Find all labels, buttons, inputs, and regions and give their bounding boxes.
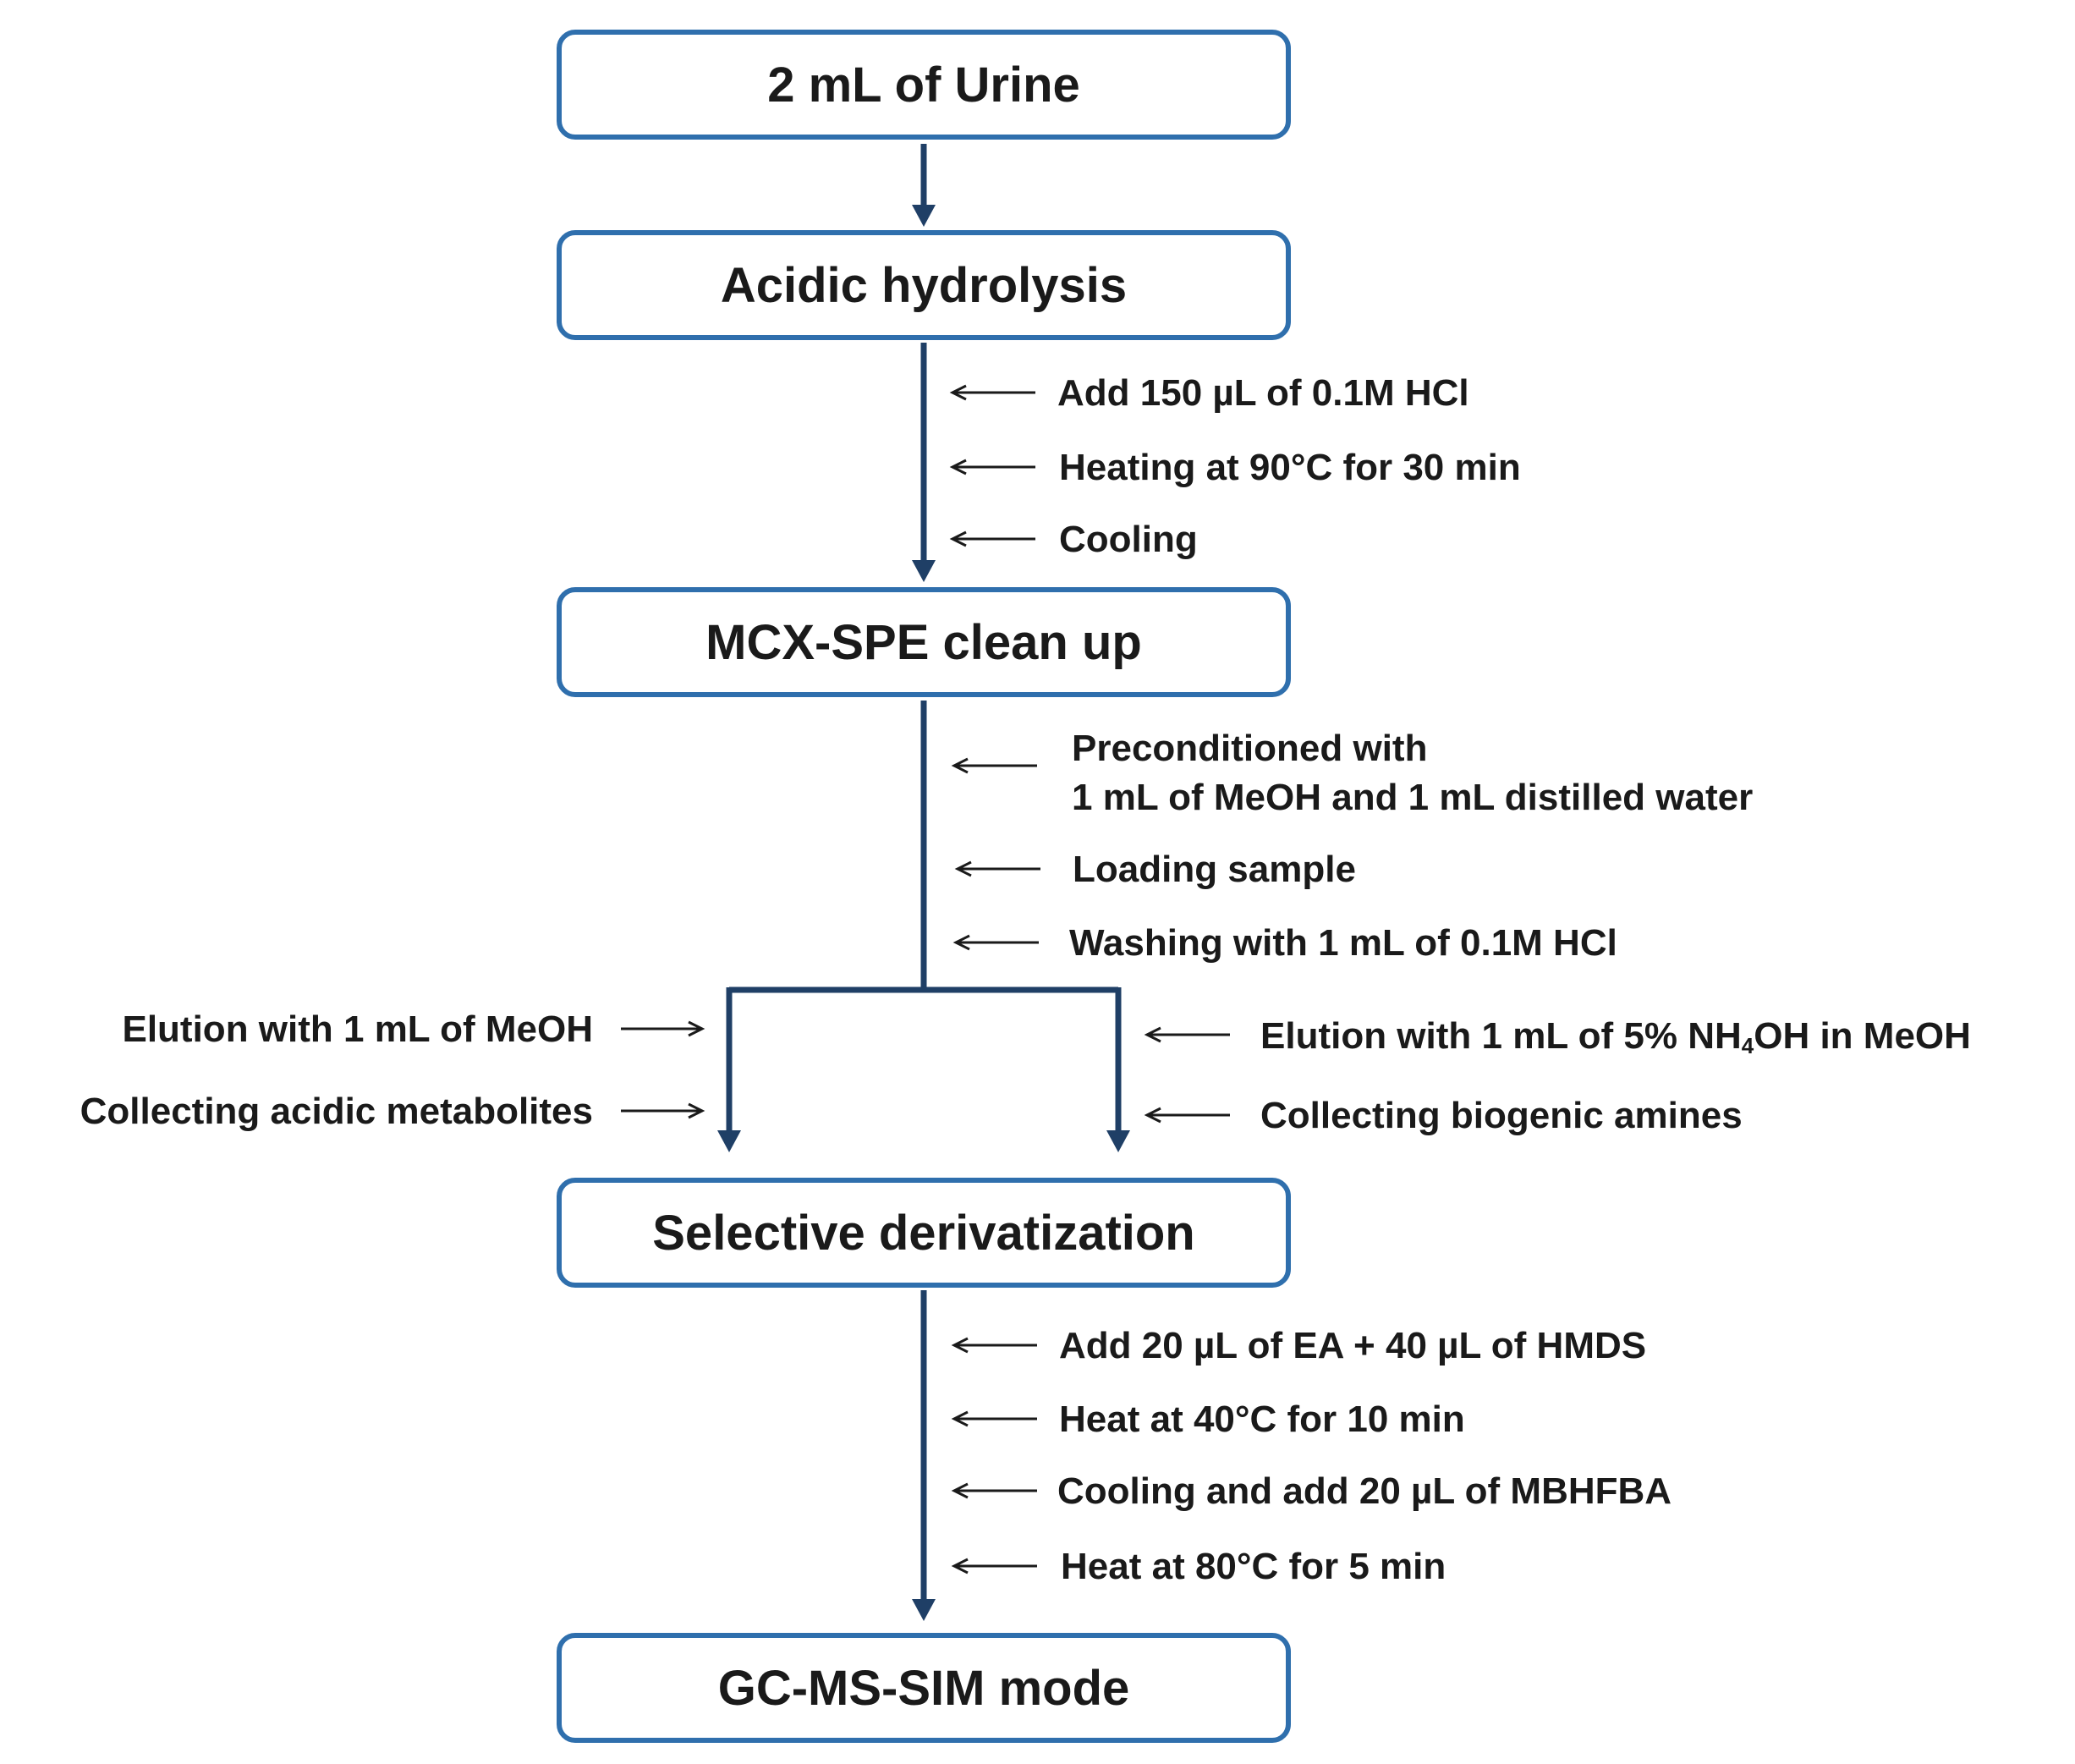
arrowhead-to-hydrolysis (912, 205, 936, 227)
hydrolysis-step-3: Cooling (1059, 519, 1198, 560)
cleanup-loading: Loading sample (1073, 849, 1356, 890)
derivatization-step-1: Add 20 µL of EA + 40 µL of HMDS (1059, 1325, 1647, 1366)
arrowhead-to-cleanup (912, 560, 936, 582)
stage-box-gcms: GC-MS-SIM mode (557, 1633, 1291, 1743)
derivatization-step-4: Heat at 80°C for 5 min (1061, 1546, 1446, 1587)
cleanup-precondition-line1: Preconditioned with (1072, 728, 1428, 769)
side-arrows-right-pointing (621, 1020, 705, 1119)
right-branch-elution-post: OH in MeOH (1754, 1015, 1971, 1057)
stage-label-urine: 2 mL of Urine (767, 57, 1080, 113)
cleanup-precondition-line2: 1 mL of MeOH and 1 mL distilled water (1072, 777, 1754, 818)
stage-label-hydrolysis: Acidic hydrolysis (720, 257, 1128, 313)
stage-label-cleanup: MCX-SPE clean up (705, 614, 1142, 670)
arrowhead-left-branch (717, 1130, 741, 1152)
stage-box-hydrolysis: Acidic hydrolysis (557, 230, 1291, 340)
derivatization-step-3: Cooling and add 20 µL of MBHFBA (1057, 1470, 1672, 1512)
arrowhead-to-gcms (912, 1599, 936, 1621)
stage-box-cleanup: MCX-SPE clean up (557, 587, 1291, 697)
left-branch-collecting: Collecting acidic metabolites (80, 1091, 593, 1132)
stage-label-derivatization: Selective derivatization (652, 1205, 1195, 1261)
side-arrows-left-pointing (949, 384, 1230, 1574)
right-branch-collecting: Collecting biogenic amines (1260, 1095, 1743, 1136)
main-arrow-heads (717, 205, 1130, 1621)
stage-box-derivatization: Selective derivatization (557, 1178, 1291, 1288)
hydrolysis-step-1: Add 150 µL of 0.1M HCl (1057, 372, 1469, 414)
right-branch-elution: Elution with 1 mL of 5% NH4OH in MeOH (1260, 1012, 1971, 1070)
main-flow-lines (726, 144, 1122, 1602)
hydrolysis-step-2: Heating at 90°C for 30 min (1059, 447, 1521, 488)
derivatization-step-2: Heat at 40°C for 10 min (1059, 1399, 1465, 1440)
left-branch-elution: Elution with 1 mL of MeOH (122, 1008, 593, 1050)
arrowhead-right-branch (1106, 1130, 1130, 1152)
right-branch-elution-pre: Elution with 1 mL of 5% NH (1260, 1015, 1742, 1057)
stage-box-urine: 2 mL of Urine (557, 30, 1291, 140)
right-branch-elution-sub: 4 (1741, 1033, 1754, 1058)
cleanup-washing: Washing with 1 mL of 0.1M HCl (1069, 922, 1617, 964)
stage-label-gcms: GC-MS-SIM mode (717, 1660, 1130, 1716)
